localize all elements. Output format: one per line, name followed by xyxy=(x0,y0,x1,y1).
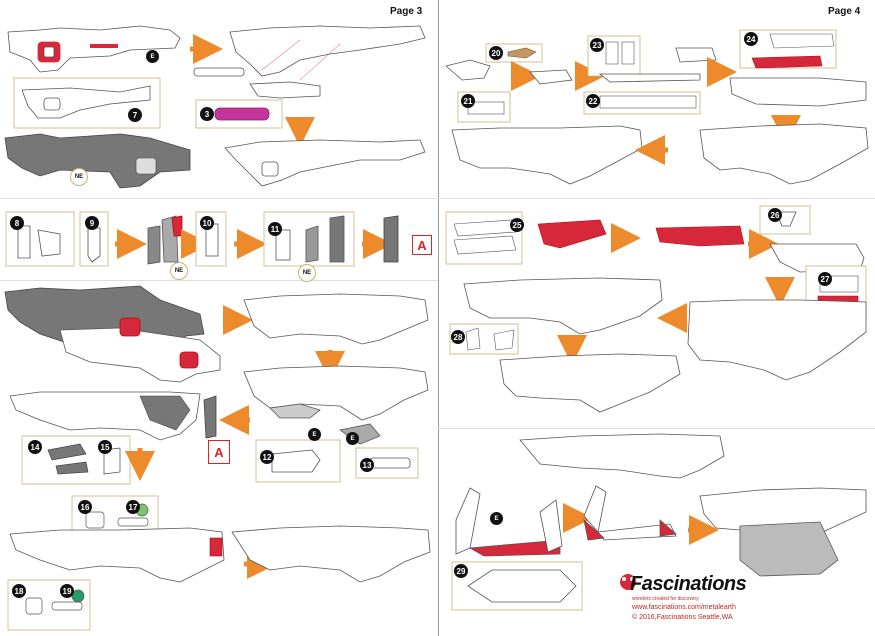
step-badge-E: E xyxy=(346,432,359,445)
page-divider xyxy=(438,0,439,636)
step-badge-21: 21 xyxy=(461,94,475,108)
section-divider xyxy=(0,198,438,199)
step-badge-E: E xyxy=(308,428,321,441)
step-badge-19: 19 xyxy=(60,584,74,598)
step-badge-27: 27 xyxy=(818,272,832,286)
step-badge-29: 29 xyxy=(454,564,468,578)
step-badge-25: 25 xyxy=(510,218,524,232)
step-badge-22: 22 xyxy=(586,94,600,108)
step-tag-NE: NE xyxy=(170,262,188,280)
step-tag-NE: NE xyxy=(70,168,88,186)
step-badge-9: 9 xyxy=(85,216,99,230)
brand-name: Fascinations xyxy=(630,573,747,595)
step-badge-12: 12 xyxy=(260,450,274,464)
step-badge-15: 15 xyxy=(98,440,112,454)
rifle-part-outline xyxy=(7,25,181,73)
section-divider xyxy=(438,428,875,429)
step-badge-3: 3 xyxy=(200,107,214,121)
page-4-title: Page 4 xyxy=(828,6,861,17)
step-badge-28: 28 xyxy=(451,330,465,344)
step-badge-8: 8 xyxy=(10,216,24,230)
step-badge-26: 26 xyxy=(768,208,782,222)
section-divider xyxy=(438,198,875,199)
step-badge-23: 23 xyxy=(590,38,604,52)
page-3-title: Page 3 xyxy=(390,6,423,17)
step-badge-17: 17 xyxy=(126,500,140,514)
step-badge-18: 18 xyxy=(12,584,26,598)
step-badge-16: 16 xyxy=(78,500,92,514)
brand-copyright: © 2016,Fascinations Seattle,WA xyxy=(632,614,733,621)
step-badge-7: 7 xyxy=(128,108,142,122)
step-badge-11: 11 xyxy=(268,222,282,236)
step-tag-NE: NE xyxy=(298,264,316,282)
step-badge-24: 24 xyxy=(744,32,758,46)
connector-A: A xyxy=(208,440,230,464)
step-badge-E: E xyxy=(146,50,159,63)
section-divider xyxy=(0,280,438,281)
step-badge-13: 13 xyxy=(360,458,374,472)
connector-A: A xyxy=(412,235,432,255)
brand-url: www.fascinations.com/metalearth xyxy=(632,604,736,611)
step-badge-14: 14 xyxy=(28,440,42,454)
brand-logo xyxy=(620,574,636,590)
step-badge-E: E xyxy=(490,512,503,525)
step-badge-20: 20 xyxy=(489,46,503,60)
brand-tagline: wonders created for discovery xyxy=(632,596,699,602)
step-badge-10: 10 xyxy=(200,216,214,230)
